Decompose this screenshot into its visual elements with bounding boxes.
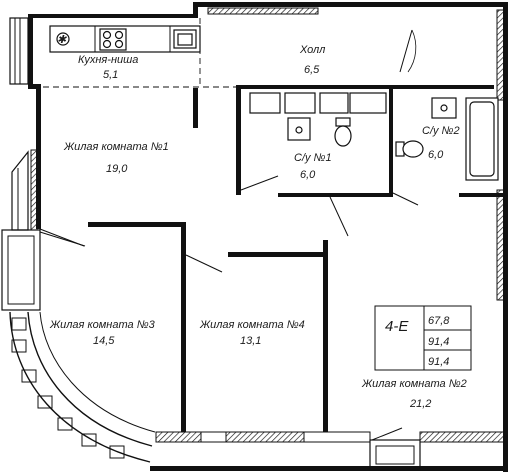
room-name: Жилая комната №3 [49, 319, 156, 331]
room-label-kitchen: Кухня-ниша 5,1 [78, 54, 138, 81]
room-area: 21,2 [409, 398, 431, 410]
bay-window [9, 311, 156, 463]
washbasin-icon [287, 117, 311, 141]
interior-walls [88, 85, 504, 432]
room-name: Холл [299, 44, 325, 56]
zone-separators [33, 18, 236, 88]
room-label-bath2: С/у №2 6,0 [422, 125, 460, 161]
room-area: 14,5 [93, 335, 115, 347]
toilet-icon [334, 117, 352, 147]
bath2-sink-icon [431, 97, 457, 119]
area-with-balcony: 91,4 [428, 336, 449, 348]
room-label-living4: Жилая комната №4 13,1 [199, 319, 305, 347]
svg-text:✱: ✱ [57, 34, 67, 46]
room-label-living2: Жилая комната №2 21,2 [361, 378, 467, 410]
bath1-cabinet [249, 92, 387, 114]
area-reduced: 91,4 [428, 356, 449, 368]
window-bottom-middle [200, 431, 371, 443]
total-area: 67,8 [428, 315, 450, 327]
window-left-top [9, 17, 29, 85]
doors [39, 29, 419, 441]
balcony-door-bottom [369, 439, 421, 471]
window-left-middle [11, 150, 29, 231]
room-area: 6,5 [304, 64, 320, 76]
room-name: Жилая комната №1 [63, 141, 169, 153]
room-name: Жилая комната №4 [199, 319, 305, 331]
room-name: Жилая комната №2 [361, 378, 467, 390]
room-area: 19,0 [106, 163, 128, 175]
fan-icon: ✱ [56, 32, 70, 46]
room-label-living1: Жилая комната №1 19,0 [63, 141, 169, 175]
room-name: Кухня-ниша [78, 54, 138, 66]
kitchen-sink-icon [173, 29, 197, 49]
room-label-living3: Жилая комната №3 14,5 [49, 319, 156, 347]
room-name: С/у №1 [294, 152, 332, 164]
room-area: 6,0 [300, 169, 316, 181]
apartment-type: 4-Е [385, 318, 409, 335]
bathtub-icon [465, 97, 499, 181]
apartment-info-box: 4-Е 67,8 91,4 91,4 [374, 305, 472, 371]
room-area: 5,1 [103, 69, 118, 81]
bath2-toilet-icon [395, 140, 424, 158]
room-label-bath1: С/у №1 6,0 [294, 152, 332, 181]
room-area: 13,1 [240, 335, 261, 347]
stove-icon [99, 28, 127, 51]
room-area: 6,0 [428, 149, 444, 161]
room-label-hall: Холл 6,5 [299, 44, 325, 76]
exterior-walls [28, 2, 508, 472]
room-name: С/у №2 [422, 125, 460, 137]
